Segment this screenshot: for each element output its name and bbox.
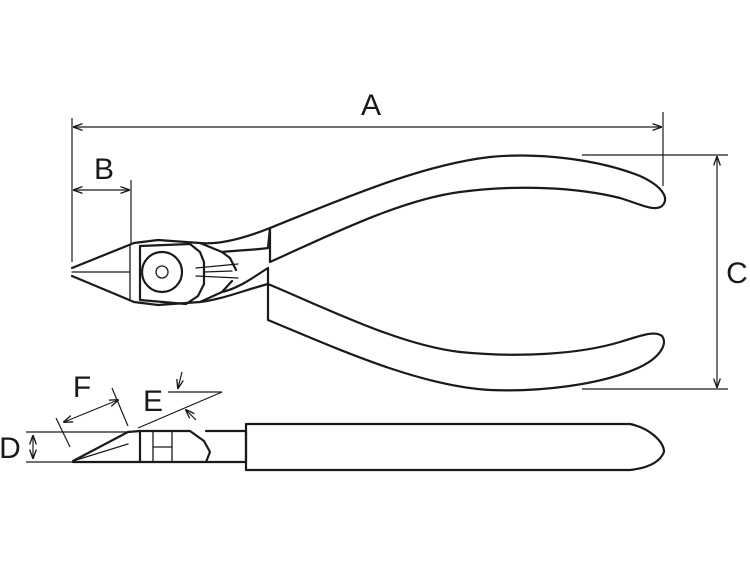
dimension-label-f: F [73, 371, 91, 404]
pliers-side-view [71, 422, 666, 472]
spring [195, 263, 239, 279]
pivot-head [138, 242, 206, 306]
dimension-label-e: E [143, 385, 163, 418]
upper-handle-grip [268, 154, 667, 264]
lower-handle-grip [266, 282, 665, 392]
side-pivot-block [138, 429, 212, 464]
side-handle [244, 422, 666, 472]
dimension-a: A [71, 89, 664, 262]
dimension-b: B [74, 153, 132, 243]
dimension-label-c: C [726, 257, 748, 290]
dimension-label-a: A [361, 89, 381, 122]
dimension-label-b: B [94, 153, 114, 186]
dimension-f: F [55, 371, 129, 448]
dimension-e: E [137, 371, 223, 429]
pliers-top-view [70, 154, 667, 392]
dimension-d: D [0, 431, 130, 465]
side-jaw [71, 429, 142, 464]
dimension-c: C [582, 154, 748, 390]
dimension-label-d: D [0, 432, 21, 465]
pivot-rivet [140, 250, 184, 294]
